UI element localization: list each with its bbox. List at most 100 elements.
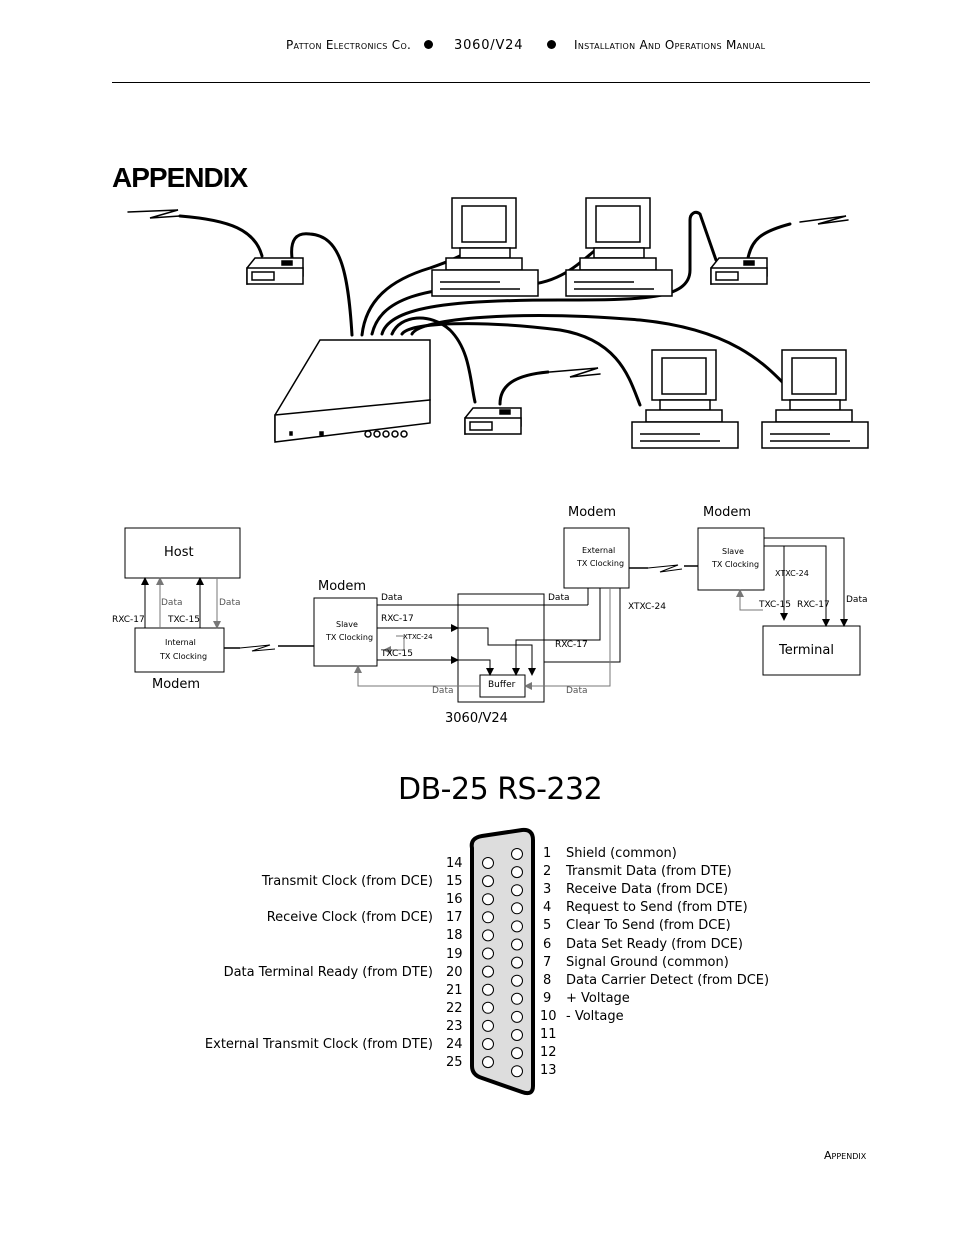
data-label: Data [566,686,588,696]
pin-hole [482,929,494,942]
pin-number: 17 [446,910,463,926]
computer-icon [565,197,673,297]
pin-hole [482,875,494,888]
pin-hole [482,1019,494,1032]
pin-number: 5 [543,918,552,934]
rxc17-label: RXC-17 [112,615,145,625]
bullet-icon [424,40,433,49]
slave-clock-right-label-2: TX Clocking [712,560,760,569]
pin-label: Data Set Ready (from DCE) [566,936,743,952]
slave-clock-label-1: Slave [336,620,358,629]
terminal-box [762,625,861,676]
pin-label: Transmit Clock (from DCE) [261,874,433,890]
external-clock-modem-box [563,527,630,589]
pin-number: 2 [543,864,552,880]
pin-number: 25 [446,1055,463,1071]
wan-link-icon [549,367,601,378]
base-unit-icon [274,339,431,443]
data-label: Data [381,593,403,603]
pin-label: - Voltage [566,1008,624,1024]
rxc17-label: RXC-17 [797,600,830,610]
pin-label: Receive Data (from DCE) [566,882,729,898]
rxc17-label: RXC-17 [381,614,414,624]
bullet-icon [547,40,556,49]
pin-hole [511,956,523,969]
pin-label: + Voltage [566,990,630,1006]
pin-number: 14 [446,856,463,871]
pin-hole [511,902,523,915]
pin-hole [511,1065,523,1078]
data-label: Data [219,598,241,608]
pin-number: 22 [446,1000,463,1016]
pin-number: 3 [543,882,552,898]
pin-hole [511,1010,523,1023]
connector-title: DB-25 RS-232 [398,772,603,807]
host-label: Host [164,545,194,560]
modem-label-left: Modem [152,677,201,692]
pin-number: 9 [543,990,552,1006]
pin-hole [511,884,523,897]
slave-modem-box [313,597,378,667]
external-clock-label-2: TX Clocking [577,559,625,568]
pin-number: 1 [543,846,552,861]
pin-hole [482,911,494,924]
pin-number: 23 [446,1018,463,1034]
pin-label: Data Terminal Ready (from DTE) [223,964,433,980]
xtxc24-label: XTXC-24 [628,602,666,612]
pin-number: 7 [543,954,552,970]
header-model: 3060/V24 [454,38,524,53]
slave-clock-label-2: TX Clocking [326,633,374,642]
pin-hole [511,1047,523,1060]
pin-label: Receive Clock (from DCE) [266,910,433,926]
modem-label-top-mid: Modem [568,505,617,520]
modem-icon [246,257,304,285]
unit-box [457,593,545,703]
pin-hole [482,857,494,869]
data-label: Data [432,686,454,696]
external-clock-label-1: External [582,546,616,555]
host-box [124,527,241,579]
pin-label: External Transmit Clock (from DTE) [204,1037,433,1052]
pin-label: Data Carrier Detect (from DCE) [566,972,770,988]
pin-number: 24 [446,1037,463,1052]
internal-clock-label-1: Internal [165,638,196,647]
pin-number: 19 [446,946,463,962]
computer-icon [431,197,539,297]
pin-hole [482,947,494,960]
pin-number: 21 [446,982,463,998]
pin-hole [482,983,494,996]
pin-number: 8 [543,972,552,988]
pin-hole [511,992,523,1005]
pin-number: 6 [543,936,552,952]
internal-clock-modem-box [134,627,225,673]
pin-label: Request to Send (from DTE) [566,900,748,916]
xtxc24-label: XTXC-24 [775,569,809,578]
header-rule [112,82,870,83]
pin-label: Clear To Send (from DCE) [566,918,731,934]
slave-clock-right-label-1: Slave [722,547,744,556]
pin-hole [511,848,523,860]
terminal-label: Terminal [779,643,834,658]
pin-number: 20 [446,964,463,980]
pin-hole [482,1056,494,1069]
pin-hole [482,1001,494,1014]
pin-hole [511,938,523,951]
modem-icon [710,257,768,285]
pin-number: 4 [543,900,552,916]
computer-icon [631,349,739,449]
data-label: Data [161,598,183,608]
rxc17-label: RXC-17 [555,640,588,650]
pin-hole [511,974,523,987]
unit-label: 3060/V24 [445,711,508,726]
pin-hole [511,920,523,933]
data-label: Data [548,593,570,603]
wan-link-icon [799,215,849,225]
page-footer: Appendix [824,1149,867,1162]
pin-number: 18 [446,928,463,944]
network-illustration [127,197,869,449]
pin-label: Shield (common) [566,846,677,861]
pin-number: 16 [446,892,463,908]
xtxc24-label: XTXC-24 [403,633,433,641]
page-header: Patton Electronics Co. 3060/V24 Installa… [0,38,954,56]
pin-hole [482,1038,494,1050]
